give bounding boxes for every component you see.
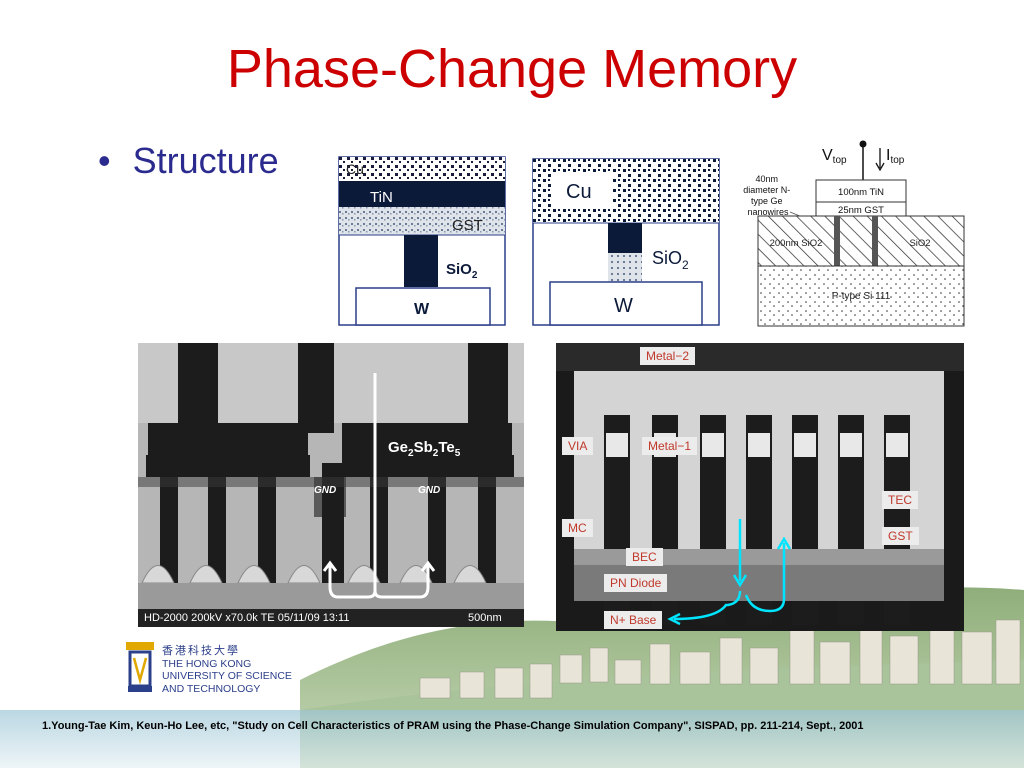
d2-cu-label: Cu (566, 181, 592, 203)
d3-note-line2: diameter N- (743, 185, 790, 195)
micro2-nbase-label: N+ Base (604, 611, 663, 629)
svg-text:Vtop: Vtop (822, 147, 847, 166)
tem-micrograph-gst: Ge2Sb2Te5 GND GND HD-2000 200kV x70.0k T… (138, 343, 524, 627)
logo-line-3: AND TECHNOLOGY (162, 682, 261, 695)
svg-text:Itop: Itop (886, 147, 905, 166)
d1-cu-label: Cu (346, 161, 364, 177)
svg-text:SiO2: SiO2 (652, 248, 689, 272)
micro2-bec-label: BEC (626, 548, 663, 566)
micro2-via-label: VIA (562, 437, 594, 455)
slide-title: Phase-Change Memory (226, 39, 798, 99)
micro2-gst-label: GST (882, 527, 919, 545)
d1-w-label: W (414, 301, 430, 318)
micro2-mc-label: MC (562, 519, 593, 537)
d3-note-line1: 40nm (755, 174, 778, 184)
micro1-gnd-label-1: GND (314, 485, 337, 496)
d3-itop-sub: top (890, 155, 904, 166)
micro2-metal2-label: Metal−2 (640, 347, 696, 365)
d3-note-line4: nanowires (747, 207, 789, 217)
tem-micrograph-pn-diode: Metal−2 VIA Metal−1 TEC MC GST BEC PN Di… (556, 343, 964, 631)
current-path-arrows-icon (322, 373, 436, 599)
d3-note-line3: type Ge (751, 196, 783, 206)
d1-gst-label: GST (452, 217, 483, 234)
bullet-structure: • Structure (98, 140, 279, 182)
d3-itop: I (886, 147, 890, 164)
d2-sio2-label: SiO (652, 248, 682, 268)
micro1-scale: 500nm (468, 612, 502, 624)
d3-sio2-left-label: 200nm SiO2 (770, 238, 823, 249)
d1-sio2-label: SiO (446, 261, 472, 278)
bullet-text: Structure (132, 140, 279, 181)
campus-landscape-background (0, 587, 1024, 768)
reference-footnote: 1.Young-Tae Kim, Keun-Ho Lee, etc, "Stud… (42, 720, 864, 732)
d3-gst-label: 25nm GST (838, 205, 884, 216)
cell-diagram-cu-sio2: Cu SiO2 W (532, 158, 720, 326)
d1-sio2-sub: 2 (472, 270, 478, 281)
svg-text:40nm diameter N- type: 40nm diameter N- type Ge nanowires (743, 174, 793, 217)
d3-probe-tip-icon (859, 140, 867, 148)
d2-w-label: W (614, 295, 633, 317)
d3-substrate-label: P-type Si 111 (832, 291, 891, 302)
micro2-tec-label: TEC (882, 491, 918, 509)
hkust-logo-icon (126, 642, 154, 692)
hkust-logo-text: 香港科技大學 THE HONG KONG UNIVERSITY OF SCIEN… (162, 645, 292, 695)
d1-tin-label: TiN (370, 189, 393, 206)
d3-tin-label: 100nm TiN (838, 187, 884, 198)
cyan-current-arrows-icon (667, 519, 792, 626)
d3-sio2-right-label: SiO2 (909, 238, 930, 249)
logo-line-2: UNIVERSITY OF SCIENCE (162, 670, 292, 682)
micro2-pn-diode-label: PN Diode (604, 574, 668, 592)
logo-chinese-name: 香港科技大學 (162, 645, 240, 657)
cell-diagram-nanowire: Vtop Itop 40nm diameter N- type Ge nanow… (732, 138, 968, 330)
micro1-gnd-label-2: GND (418, 485, 441, 496)
bullet-dot-icon: • (98, 140, 111, 181)
cell-diagram-tin-gst: Cu TiN GST SiO2 W (338, 156, 506, 326)
d3-vtop: V (822, 147, 833, 164)
logo-line-1: THE HONG KONG (162, 657, 252, 670)
micro1-caption: HD-2000 200kV x70.0k TE 05/11/09 13:11 (144, 612, 350, 624)
micro1-material-label: Ge2Sb2Te5 (388, 439, 461, 459)
d3-vtop-sub: top (833, 155, 847, 166)
d2-sio2-sub: 2 (682, 258, 689, 272)
micro2-metal1-label: Metal−1 (642, 437, 698, 455)
svg-text:SiO2: SiO2 (446, 261, 478, 281)
